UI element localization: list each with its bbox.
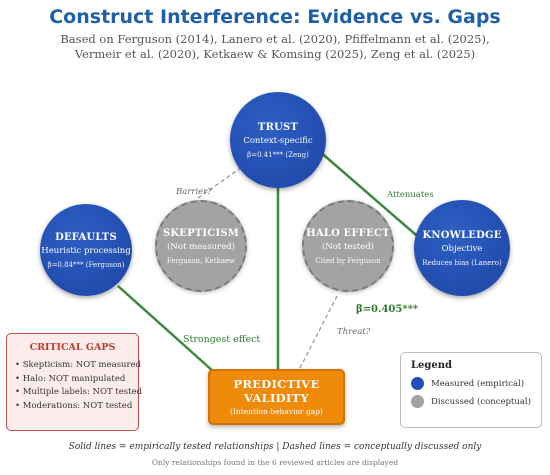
legend-swatch-discussed (411, 395, 424, 408)
gap-item: • Halo: NOT manipulated (15, 373, 126, 384)
gap-item: • Skepticism: NOT measured (15, 360, 142, 370)
node-defaults-detail: β=0.84*** (Ferguson) (47, 260, 125, 269)
node-halo-detail: Cited by Ferguson (315, 256, 381, 265)
node-skepticism: SKEPTICISM (Not measured) Ferguson, Ketk… (155, 200, 247, 292)
footnote-scope: Only relationships found in the 6 review… (151, 458, 399, 467)
outcome-title-line-2: VALIDITY (244, 391, 309, 405)
node-knowledge-title: KNOWLEDGE (422, 229, 502, 241)
node-halo-title: HALO EFFECT (306, 227, 390, 239)
node-skepticism-detail: Ferguson, Ketkaew (166, 256, 236, 265)
node-defaults-subtitle: Heuristic processing (41, 245, 131, 256)
edge-halo-predictive (299, 295, 338, 369)
node-skepticism-subtitle: (Not measured) (167, 241, 235, 252)
subtitle-line-2: Vermeir et al. (2020), Ketkaew & Komsing… (74, 47, 476, 61)
node-knowledge-subtitle: Objective (441, 243, 483, 254)
edge-trust-knowledge (317, 149, 424, 242)
legend-label-discussed: Discussed (conceptual) (431, 396, 531, 407)
gap-item: • Multiple labels: NOT tested (15, 387, 143, 397)
outcome-title: PREDICTIVE VALIDITY (210, 377, 343, 405)
outcome-subtitle: (Intention-behavior gap) (230, 407, 323, 416)
node-knowledge: KNOWLEDGE Objective Reduces bias (Lanero… (414, 200, 510, 296)
node-defaults: DEFAULTS Heuristic processing β=0.84*** … (40, 204, 132, 296)
attenuates-label: Attenuates (387, 190, 434, 200)
diagram-subtitle: Based on Ferguson (2014), Lanero et al. … (20, 32, 530, 62)
subtitle-line-1: Based on Ferguson (2014), Lanero et al. … (60, 32, 490, 46)
node-halo-subtitle: (Not tested) (321, 241, 374, 252)
legend-swatch-measured (411, 377, 424, 390)
node-knowledge-detail: Reduces bias (Lanero) (422, 258, 502, 267)
critical-gaps-box: CRITICAL GAPS • Skepticism: NOT measured… (6, 333, 143, 431)
gap-item: • Moderations: NOT tested (15, 400, 133, 411)
legend: Legend Measured (empirical) Discussed (c… (400, 352, 542, 428)
node-trust-detail: β=0.41*** (Zeng) (247, 150, 309, 159)
legend-item-measured: Measured (empirical) (411, 377, 531, 390)
critical-gaps-title: CRITICAL GAPS (29, 342, 116, 353)
halo-beta-label: β=0.405*** (356, 304, 419, 315)
footnote-line-legend: Solid lines = empirically tested relatio… (68, 442, 482, 452)
threat-label: Threat? (337, 327, 371, 337)
node-trust-title: TRUST (257, 121, 299, 133)
node-trust-subtitle: Context-specific (243, 135, 313, 146)
node-halo-effect: HALO EFFECT (Not tested) Cited by Fergus… (302, 200, 394, 292)
barrier-label: Barrier? (176, 187, 212, 197)
edge-defaults-predictive (117, 285, 215, 373)
node-trust: TRUST Context-specific β=0.41*** (Zeng) (230, 92, 326, 188)
legend-item-discussed: Discussed (conceptual) (411, 395, 531, 408)
legend-label-measured: Measured (empirical) (431, 378, 525, 389)
legend-title: Legend (411, 360, 453, 371)
node-skepticism-title: SKEPTICISM (162, 227, 240, 239)
diagram-title: Construct Interference: Evidence vs. Gap… (49, 6, 501, 28)
outcome-predictive-validity: PREDICTIVE VALIDITY (Intention-behavior … (208, 369, 345, 425)
node-defaults-title: DEFAULTS (55, 231, 117, 243)
outcome-title-line-1: PREDICTIVE (233, 377, 320, 391)
strongest-effect-label: Strongest effect (183, 334, 261, 345)
